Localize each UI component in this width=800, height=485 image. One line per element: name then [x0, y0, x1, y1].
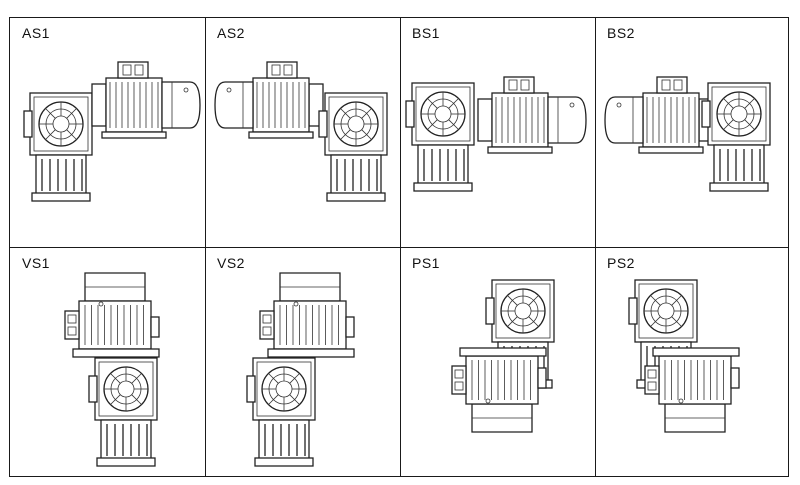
position-label: PS1 [412, 255, 440, 271]
bs1-drawing [405, 76, 587, 192]
position-label: PS2 [607, 255, 635, 271]
cell-ps2: PS2 [595, 248, 790, 478]
motor [451, 347, 547, 433]
position-label: BS1 [412, 25, 440, 41]
position-label: VS2 [217, 255, 245, 271]
bs2-drawing [604, 76, 771, 192]
vs2-drawing [246, 272, 355, 467]
cell-vs1: VS1 [10, 248, 205, 478]
cell-bs2: BS2 [595, 18, 790, 248]
grid-divider [10, 247, 788, 248]
cell-vs2: VS2 [205, 248, 400, 478]
as2-drawing [214, 61, 388, 202]
motor [644, 347, 740, 433]
position-label: AS2 [217, 25, 245, 41]
motor [64, 272, 160, 358]
gearbox [88, 357, 158, 467]
ps1-drawing [451, 279, 555, 433]
cell-ps1: PS1 [400, 248, 595, 478]
as1-drawing [23, 61, 201, 202]
motor [91, 61, 201, 139]
position-label: VS1 [22, 255, 50, 271]
gearbox [246, 357, 316, 467]
gearbox [628, 279, 698, 389]
vs1-drawing [64, 272, 160, 467]
position-label: BS2 [607, 25, 635, 41]
gearbox [701, 82, 771, 192]
motor [214, 61, 324, 139]
cell-as1: AS1 [10, 18, 205, 248]
gearbox [318, 92, 388, 202]
gearbox [405, 82, 475, 192]
cell-as2: AS2 [205, 18, 400, 248]
motor [259, 272, 355, 358]
position-label: AS1 [22, 25, 50, 41]
gearbox [23, 92, 93, 202]
ps2-drawing [628, 279, 740, 433]
motor [477, 76, 587, 154]
cell-bs1: BS1 [400, 18, 595, 248]
mounting-positions-grid: AS1 AS2 BS1 BS2 VS1 VS [9, 17, 789, 477]
motor [604, 76, 714, 154]
